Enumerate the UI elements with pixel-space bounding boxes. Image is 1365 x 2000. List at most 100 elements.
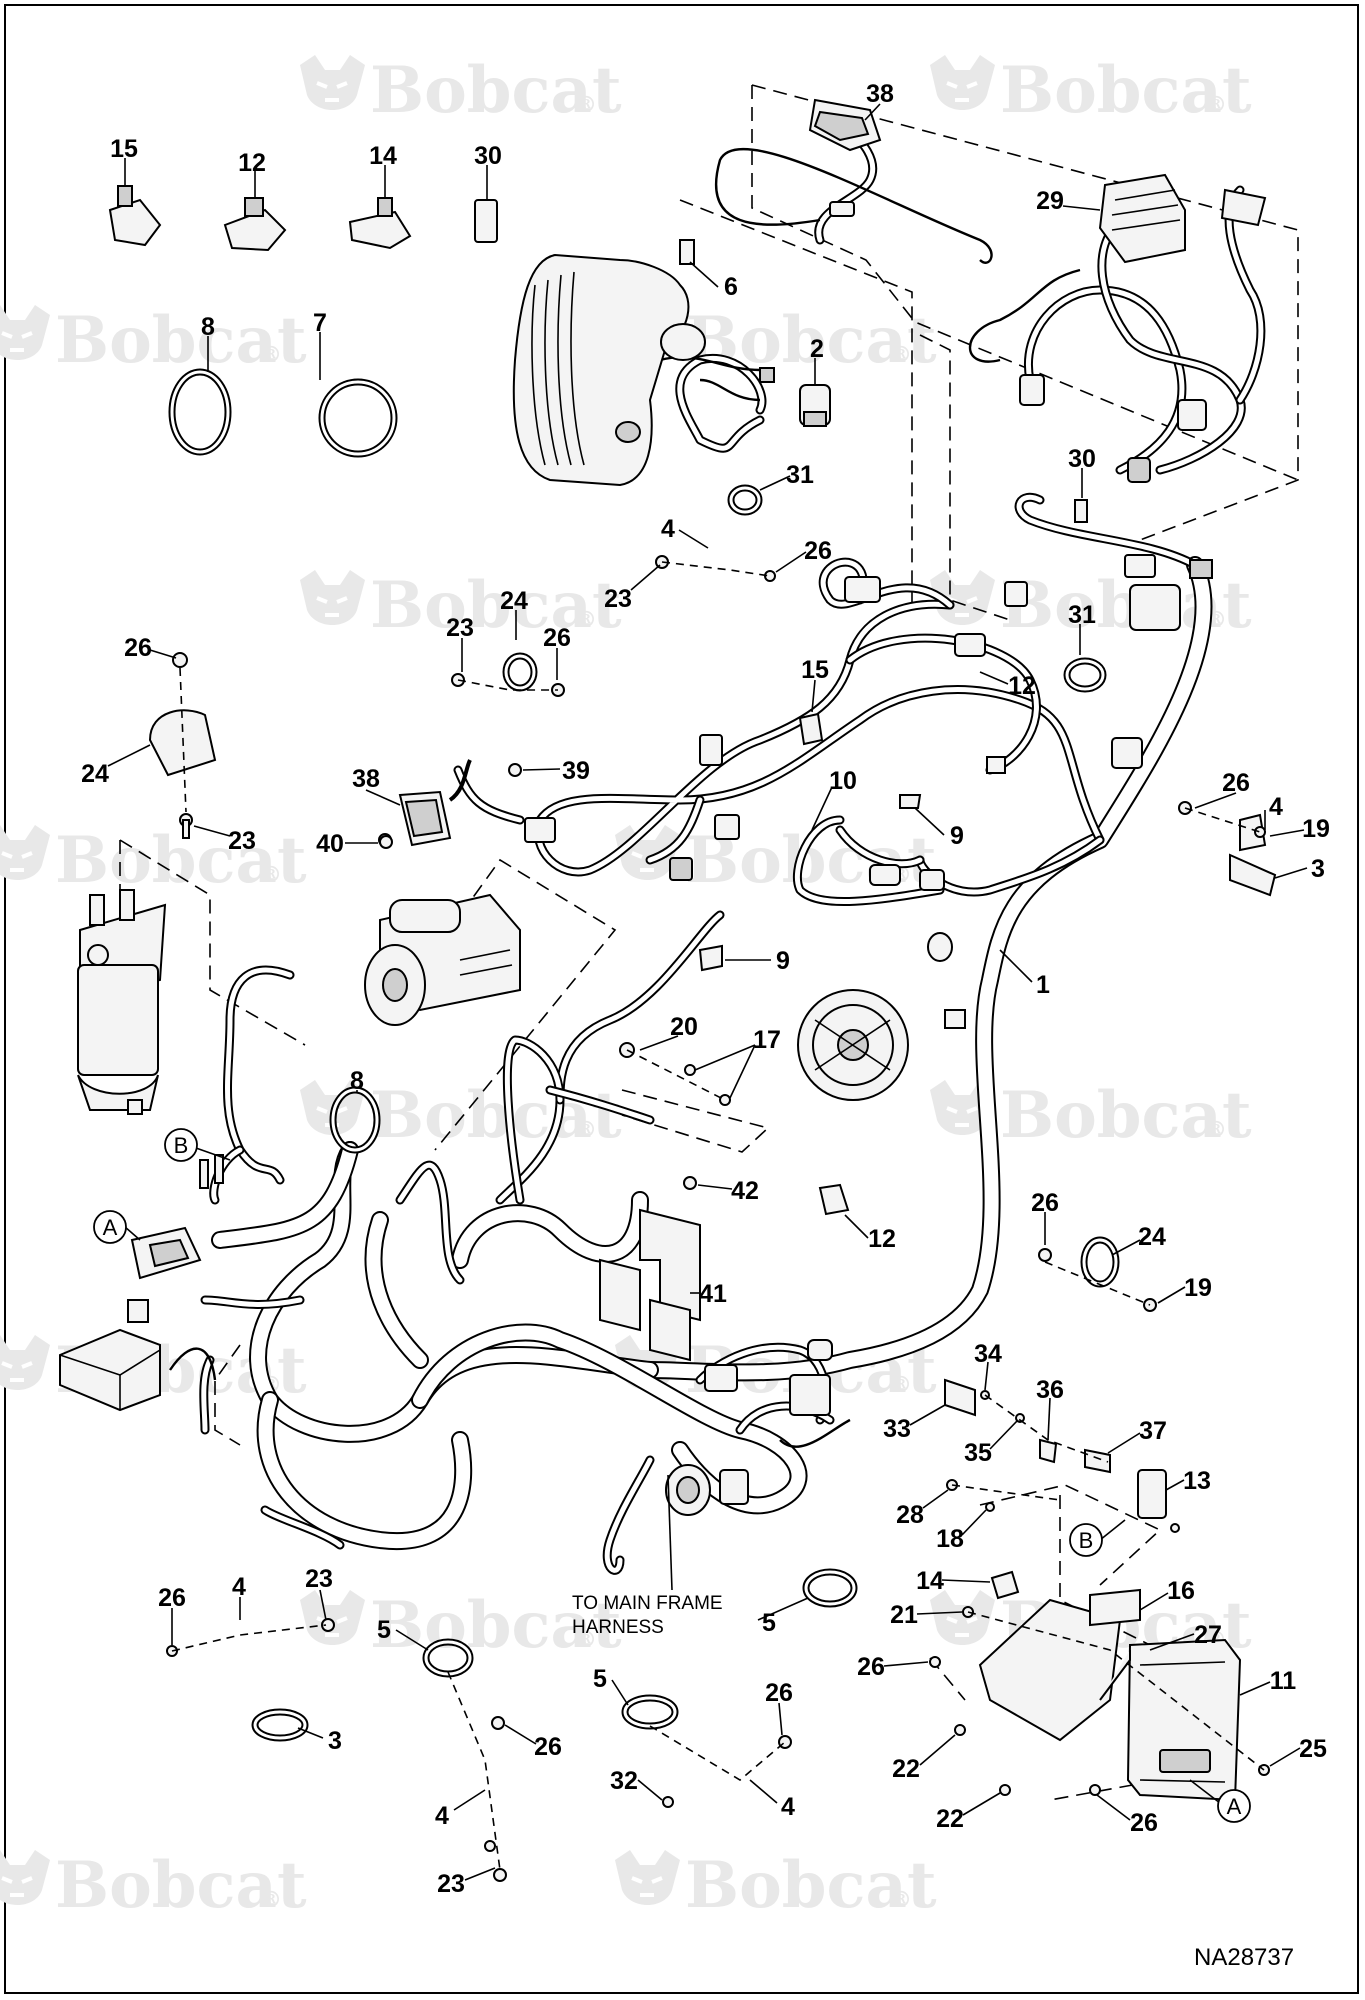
callout-26: 26: [804, 537, 832, 565]
callout-38: 38: [352, 765, 380, 793]
circle-letter-icon-b: B: [1069, 1523, 1103, 1557]
callout-37: 37: [1139, 1417, 1167, 1445]
callout-27: 27: [1194, 1621, 1222, 1649]
circle-letter-icon-a: A: [1217, 1789, 1251, 1823]
part-29-fuse-box: [1019, 173, 1267, 483]
callout-5: 5: [593, 1665, 607, 1693]
circle-letter-icon-b: B: [164, 1128, 198, 1162]
callout-18: 18: [936, 1525, 964, 1553]
clip-parts: [108, 185, 1088, 1600]
callout-25: 25: [1299, 1735, 1327, 1763]
watermark-text: Bobcat: [370, 53, 622, 128]
branch-wires: [199, 125, 1266, 1575]
callout-3: 3: [328, 1727, 342, 1755]
callout-14: 14: [916, 1567, 944, 1595]
watermark: Bobcat®: [0, 303, 307, 378]
callout-11: 11: [1270, 1667, 1297, 1695]
watermark-registered-mark: ®: [575, 607, 597, 633]
callout-4: 4: [781, 1793, 795, 1821]
callout-35: 35: [964, 1439, 992, 1467]
marker-letter: A: [1227, 1794, 1242, 1819]
watermark: Bobcat®: [300, 53, 622, 128]
watermark: Bobcat®: [300, 568, 622, 643]
battery-terminal: [130, 1154, 224, 1280]
callout-26: 26: [124, 634, 152, 662]
callout-36: 36: [1036, 1376, 1064, 1404]
watermark: Bobcat®: [930, 53, 1252, 128]
callout-12: 12: [238, 149, 266, 177]
watermark-registered-mark: ®: [1205, 1117, 1227, 1143]
watermark-layer: Bobcat®Bobcat®Bobcat®Bobcat®Bobcat®Bobca…: [0, 53, 1252, 1923]
part-13-module: [944, 1378, 1167, 1519]
callout-23: 23: [305, 1565, 333, 1593]
callout-32: 32: [610, 1767, 638, 1795]
callout-5: 5: [377, 1616, 391, 1644]
bobcat-head-icon: [0, 825, 50, 880]
callout-4: 4: [661, 515, 675, 543]
callout-19: 19: [1302, 815, 1330, 843]
callout-26: 26: [1222, 769, 1250, 797]
watermark-registered-mark: ®: [260, 342, 282, 368]
bobcat-head-icon: [0, 305, 50, 360]
bobcat-head-icon: [930, 55, 995, 110]
watermark-registered-mark: ®: [890, 342, 912, 368]
callout-26: 26: [765, 1679, 793, 1707]
callout-15: 15: [110, 135, 138, 163]
callout-23: 23: [446, 614, 474, 642]
callout-38: 38: [866, 80, 894, 108]
main-frame-connector: [665, 1339, 833, 1516]
bobcat-head-icon: [300, 1590, 365, 1645]
callout-41: 41: [699, 1280, 727, 1308]
callout-16: 16: [1167, 1577, 1195, 1605]
watermark-registered-mark: ®: [890, 1372, 912, 1398]
drawing-id: NA28737: [1194, 1944, 1294, 1971]
callout-8: 8: [350, 1067, 364, 1095]
part-38-sensor-upper: [808, 98, 882, 217]
callout-12: 12: [868, 1225, 896, 1253]
watermark: Bobcat®: [0, 823, 307, 898]
callout-15: 15: [801, 656, 829, 684]
callout-5: 5: [762, 1609, 776, 1637]
circle-letter-icon-a: A: [93, 1210, 127, 1244]
relay-box: [59, 1299, 161, 1412]
callout-17: 17: [753, 1026, 781, 1054]
callout-23: 23: [228, 827, 256, 855]
starter-motor: [364, 893, 521, 1026]
callout-33: 33: [883, 1415, 911, 1443]
watermark-registered-mark: ®: [575, 92, 597, 118]
watermark-text: Bobcat: [1000, 1078, 1252, 1153]
callout-21: 21: [890, 1601, 918, 1629]
callout-3: 3: [1311, 855, 1325, 883]
part-41-bracket: [599, 1208, 701, 1362]
watermark-text: Bobcat: [55, 1848, 307, 1923]
part-38-sensor-lower: [378, 759, 472, 847]
watermark-registered-mark: ®: [575, 1627, 597, 1653]
main-harness: [211, 556, 1213, 1551]
reference-markers: B A B A: [93, 1128, 1251, 1823]
watermark: Bobcat®: [0, 1848, 307, 1923]
callout-22: 22: [892, 1755, 920, 1783]
watermark-registered-mark: ®: [260, 862, 282, 888]
callout-9: 9: [950, 822, 964, 850]
callout-1: 1: [1036, 971, 1050, 999]
watermark: Bobcat®: [300, 1588, 622, 1663]
callout-31: 31: [1068, 601, 1096, 629]
callout-4: 4: [232, 1573, 246, 1601]
callout-30: 30: [1068, 445, 1096, 473]
callout-29: 29: [1036, 187, 1064, 215]
watermark-text: Bobcat: [1000, 53, 1252, 128]
bobcat-head-icon: [0, 1335, 50, 1390]
bobcat-head-icon: [300, 570, 365, 625]
callout-31: 31: [786, 461, 814, 489]
callout-4: 4: [1269, 793, 1283, 821]
callout-12: 12: [1008, 672, 1036, 700]
marker-letter: A: [103, 1215, 118, 1240]
harness-connectors-upper: [524, 554, 1213, 891]
watermark-text: Bobcat: [370, 568, 622, 643]
watermark-registered-mark: ®: [260, 1887, 282, 1913]
bobcat-head-icon: [300, 55, 365, 110]
callout-4: 4: [435, 1802, 449, 1830]
note-line-2: HARNESS: [572, 1617, 664, 1638]
note-line-1: TO MAIN FRAME: [572, 1593, 723, 1614]
